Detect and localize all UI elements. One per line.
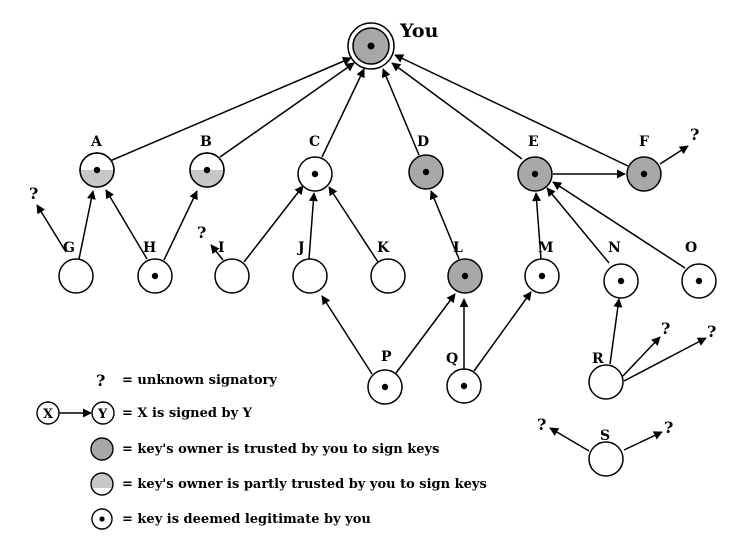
node-M (524, 258, 560, 294)
node-I (214, 258, 250, 294)
edge-K-C (328, 186, 379, 263)
edge-S-unknown-2 (623, 431, 663, 451)
node-labels: You A B C D E F G H I J K L M N O P Q R … (63, 20, 697, 444)
edge-N-E (546, 187, 610, 264)
unknown-mark: ? (707, 322, 716, 341)
legend-legit-text: = key is deemed legitimate by you (122, 512, 371, 527)
node-P (367, 369, 403, 405)
node-label-S: S (600, 428, 610, 444)
node-F (626, 156, 662, 192)
legend: ? = unknown signatory X Y = X is signed … (36, 371, 487, 530)
edge-Q-M (473, 291, 532, 372)
edge-L-D (429, 190, 460, 260)
unknown-mark: ? (661, 319, 670, 338)
node-label-L: L (453, 240, 463, 256)
node-label-R: R (592, 351, 604, 367)
node-label-you: You (399, 20, 439, 42)
node-Q (446, 368, 482, 404)
edge-F-you (394, 54, 629, 167)
edge-I-unknown (210, 244, 224, 261)
unknown-mark: ? (96, 371, 105, 390)
nodes (58, 22, 717, 477)
legend-unknown: ? = unknown signatory (96, 371, 277, 390)
node-label-K: K (377, 240, 390, 256)
node-G (58, 258, 94, 294)
edge-B-you (219, 62, 355, 158)
node-S (588, 441, 624, 477)
node-E (517, 156, 553, 192)
node-L (447, 258, 483, 294)
node-label-G: G (63, 240, 75, 256)
unknown-mark: ? (197, 223, 206, 242)
node-label-M: M (538, 240, 554, 256)
node-label-C: C (309, 134, 320, 150)
legend-unknown-text: = unknown signatory (122, 373, 277, 388)
edge-I-C (243, 185, 304, 263)
unknown-mark: ? (29, 184, 38, 203)
node-label-Q: Q (446, 351, 458, 367)
legend-signed-text: = X is signed by Y (122, 406, 253, 421)
unknown-mark: ? (664, 418, 673, 437)
node-label-B: B (200, 134, 212, 150)
node-label-D: D (417, 134, 429, 150)
edge-M-E (532, 192, 542, 260)
unknown-mark: ? (690, 125, 699, 144)
edge-R-N (609, 298, 623, 365)
edge-A-you (109, 57, 352, 162)
node-label-P: P (381, 349, 392, 365)
node-label-I: I (218, 240, 225, 256)
legend-partial: = key's owner is partly trusted by you t… (90, 472, 487, 496)
edge-C-you (321, 68, 365, 158)
edge-P-J (321, 295, 373, 375)
legend-partial-text: = key's owner is partly trusted by you t… (122, 477, 487, 492)
edge-G-A (78, 190, 96, 260)
node-A (79, 152, 115, 188)
node-K (370, 258, 406, 294)
edge-G-unknown (36, 204, 67, 253)
edge-R-unknown-1 (620, 336, 661, 379)
legend-x-letter: X (43, 407, 54, 422)
legend-legit: = key is deemed legitimate by you (91, 508, 371, 530)
node-label-F: F (639, 134, 649, 150)
legend-trusted-text: = key's owner is trusted by you to sign … (122, 442, 439, 457)
signature-edges (78, 54, 686, 375)
edge-H-A (105, 189, 148, 260)
legend-trusted: = key's owner is trusted by you to sign … (90, 437, 439, 461)
legend-y-letter: Y (97, 407, 108, 422)
node-J (292, 258, 328, 294)
node-label-O: O (685, 240, 697, 256)
node-C (297, 156, 333, 192)
edge-O-E (552, 181, 686, 269)
node-label-H: H (143, 240, 156, 256)
edge-J-C (308, 192, 318, 260)
node-H (137, 258, 173, 294)
edge-F-unknown (659, 145, 689, 165)
unknown-signatory-arrows (36, 145, 707, 452)
node-N (603, 263, 639, 299)
node-R (588, 364, 624, 400)
node-B (189, 152, 225, 188)
edge-P-L (395, 293, 456, 374)
edge-E-you (391, 62, 523, 160)
node-you (347, 22, 395, 70)
edge-S-unknown-1 (549, 427, 590, 452)
unknown-mark: ? (537, 415, 546, 434)
node-label-E: E (528, 134, 539, 150)
legend-signed: X Y = X is signed by Y (36, 401, 253, 425)
node-label-N: N (608, 240, 621, 256)
unknown-marks: ? ? ? ? ? ? ? (29, 125, 716, 437)
edge-H-B (163, 190, 198, 261)
edge-D-you (381, 68, 420, 156)
edge-R-unknown-2 (623, 337, 707, 382)
node-label-A: A (90, 134, 103, 150)
node-O (681, 263, 717, 299)
node-D (408, 154, 444, 190)
node-label-J: J (296, 240, 305, 256)
